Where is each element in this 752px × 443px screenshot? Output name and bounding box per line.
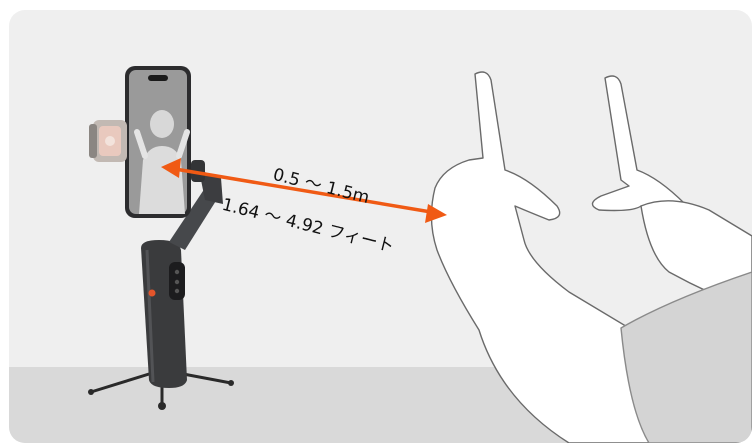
fill-light-icon [89, 120, 127, 162]
hand-gesture-frame-icon [431, 72, 752, 443]
smartphone-icon [125, 66, 191, 218]
scene [9, 10, 752, 443]
illustration-panel: 0.5 ～ 1.5m 1.64 ～ 4.92 フィート [9, 10, 752, 443]
